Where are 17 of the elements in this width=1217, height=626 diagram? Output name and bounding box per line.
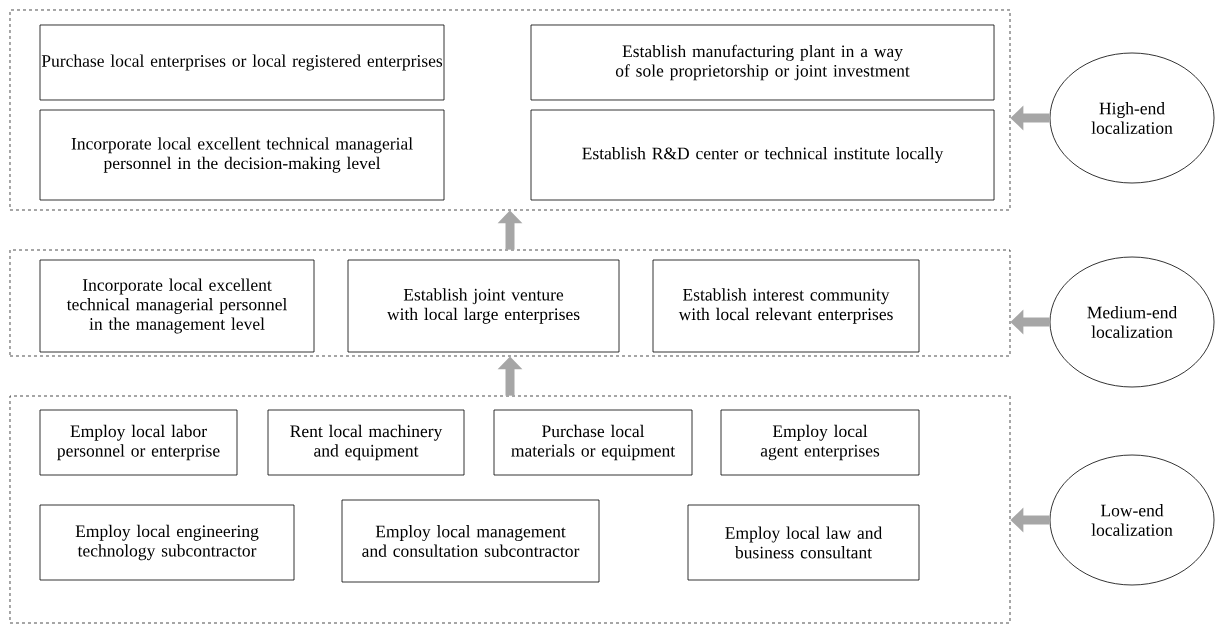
text-box: Employ local management and consultation subcontractor	[341, 499, 600, 583]
text-box: Employ local labor personnel or enterprise	[39, 409, 238, 476]
text-box: Employ local agent enterprises	[720, 409, 920, 476]
text-box: Incorporate local excellent technical managerial personnel in the management level	[39, 259, 315, 353]
text-box: Establish R&D center or technical institute locally	[530, 109, 995, 201]
text-box: Employ local law and business consultant	[687, 504, 920, 581]
text-box: Establish manufacturing plant in a way of sole proprietorship or joint investment	[530, 24, 995, 101]
text-box: Purchase local enterprises or local registered enterprises	[39, 24, 445, 101]
text-box: Rent local machinery and equipment	[267, 409, 465, 476]
dashed-frame	[9, 9, 1011, 211]
dashed-frame	[9, 249, 1011, 357]
text-box: Incorporate local excellent technical managerial personnel in the decision-making level	[39, 109, 445, 201]
text-box: Employ local engineering technology subcontractor	[39, 504, 295, 581]
text-box: Establish interest community with local relevant enterprises	[652, 259, 920, 353]
text-box: Purchase local materials or equipment	[493, 409, 693, 476]
text-box: Establish joint venture with local large enterprises	[347, 259, 620, 353]
dashed-frame	[9, 395, 1011, 624]
